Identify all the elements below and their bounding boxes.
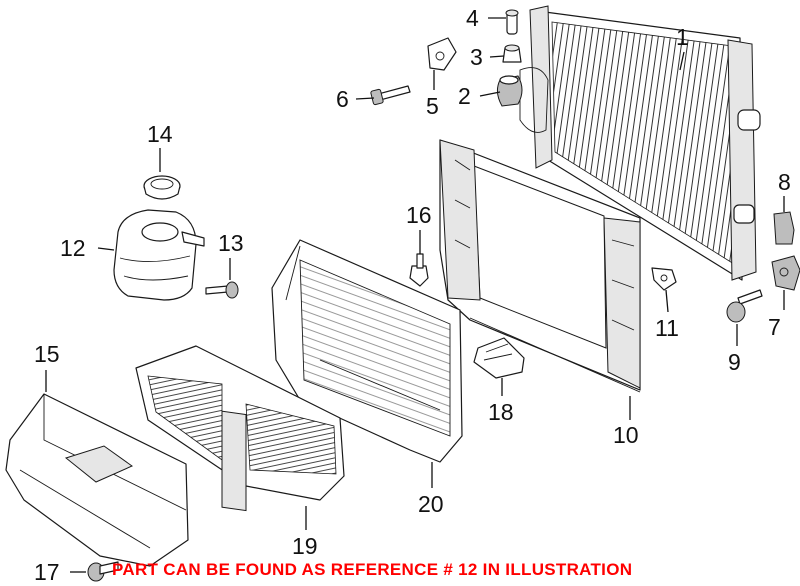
expansion-tank-part xyxy=(113,209,205,301)
callout-1: 1 xyxy=(676,24,689,50)
callout-8: 8 xyxy=(778,169,791,195)
shutter-grille-19-part xyxy=(135,345,345,512)
pin-part xyxy=(505,9,519,35)
callout-16: 16 xyxy=(406,202,432,228)
leader-12 xyxy=(97,247,115,251)
clip-11-part xyxy=(651,267,677,291)
air-guide-18-part xyxy=(473,337,525,379)
callout-18: 18 xyxy=(488,399,514,425)
bolt-9-part xyxy=(726,289,763,323)
grommet-part xyxy=(502,44,522,63)
callout-19: 19 xyxy=(292,533,318,559)
clip-16-part xyxy=(409,253,429,287)
radiator-part xyxy=(519,5,761,281)
mount-bushing-part xyxy=(496,75,523,107)
lower-shield-15-part xyxy=(5,393,189,567)
callout-15: 15 xyxy=(34,341,60,367)
reservoir-cap-part xyxy=(143,175,181,200)
callout-3: 3 xyxy=(470,44,483,70)
leader-6 xyxy=(355,97,375,100)
radiator-support-part xyxy=(439,139,641,393)
callout-7: 7 xyxy=(768,314,781,340)
screw-13-part xyxy=(205,281,239,299)
callout-4: 4 xyxy=(466,5,479,31)
bracket-7-part xyxy=(771,255,800,291)
callout-13: 13 xyxy=(218,230,244,256)
callout-5: 5 xyxy=(426,93,439,119)
bracket-part xyxy=(427,37,457,71)
reference-notice: PART CAN BE FOUND AS REFERENCE # 12 IN I… xyxy=(112,560,633,579)
callout-14: 14 xyxy=(147,121,173,147)
callout-17: 17 xyxy=(34,559,60,585)
callout-20: 20 xyxy=(418,491,444,517)
callout-2: 2 xyxy=(458,83,471,109)
callout-6: 6 xyxy=(336,86,349,112)
screw-17-part xyxy=(87,561,119,582)
leader-11 xyxy=(665,289,669,313)
deflector-20-part xyxy=(271,239,463,463)
callout-9: 9 xyxy=(728,349,741,375)
leader-1 xyxy=(679,51,685,71)
leader-lines xyxy=(45,17,785,573)
callout-labels: 1 2 3 4 5 6 7 8 9 10 11 12 13 14 15 16 1… xyxy=(34,5,791,585)
bolt-6-part xyxy=(370,85,411,106)
leader-3 xyxy=(489,55,505,58)
leader-2 xyxy=(479,91,501,97)
callout-10: 10 xyxy=(613,422,639,448)
isolator-8-part xyxy=(773,211,795,245)
callout-11: 11 xyxy=(655,315,679,341)
callout-12: 12 xyxy=(60,235,86,261)
